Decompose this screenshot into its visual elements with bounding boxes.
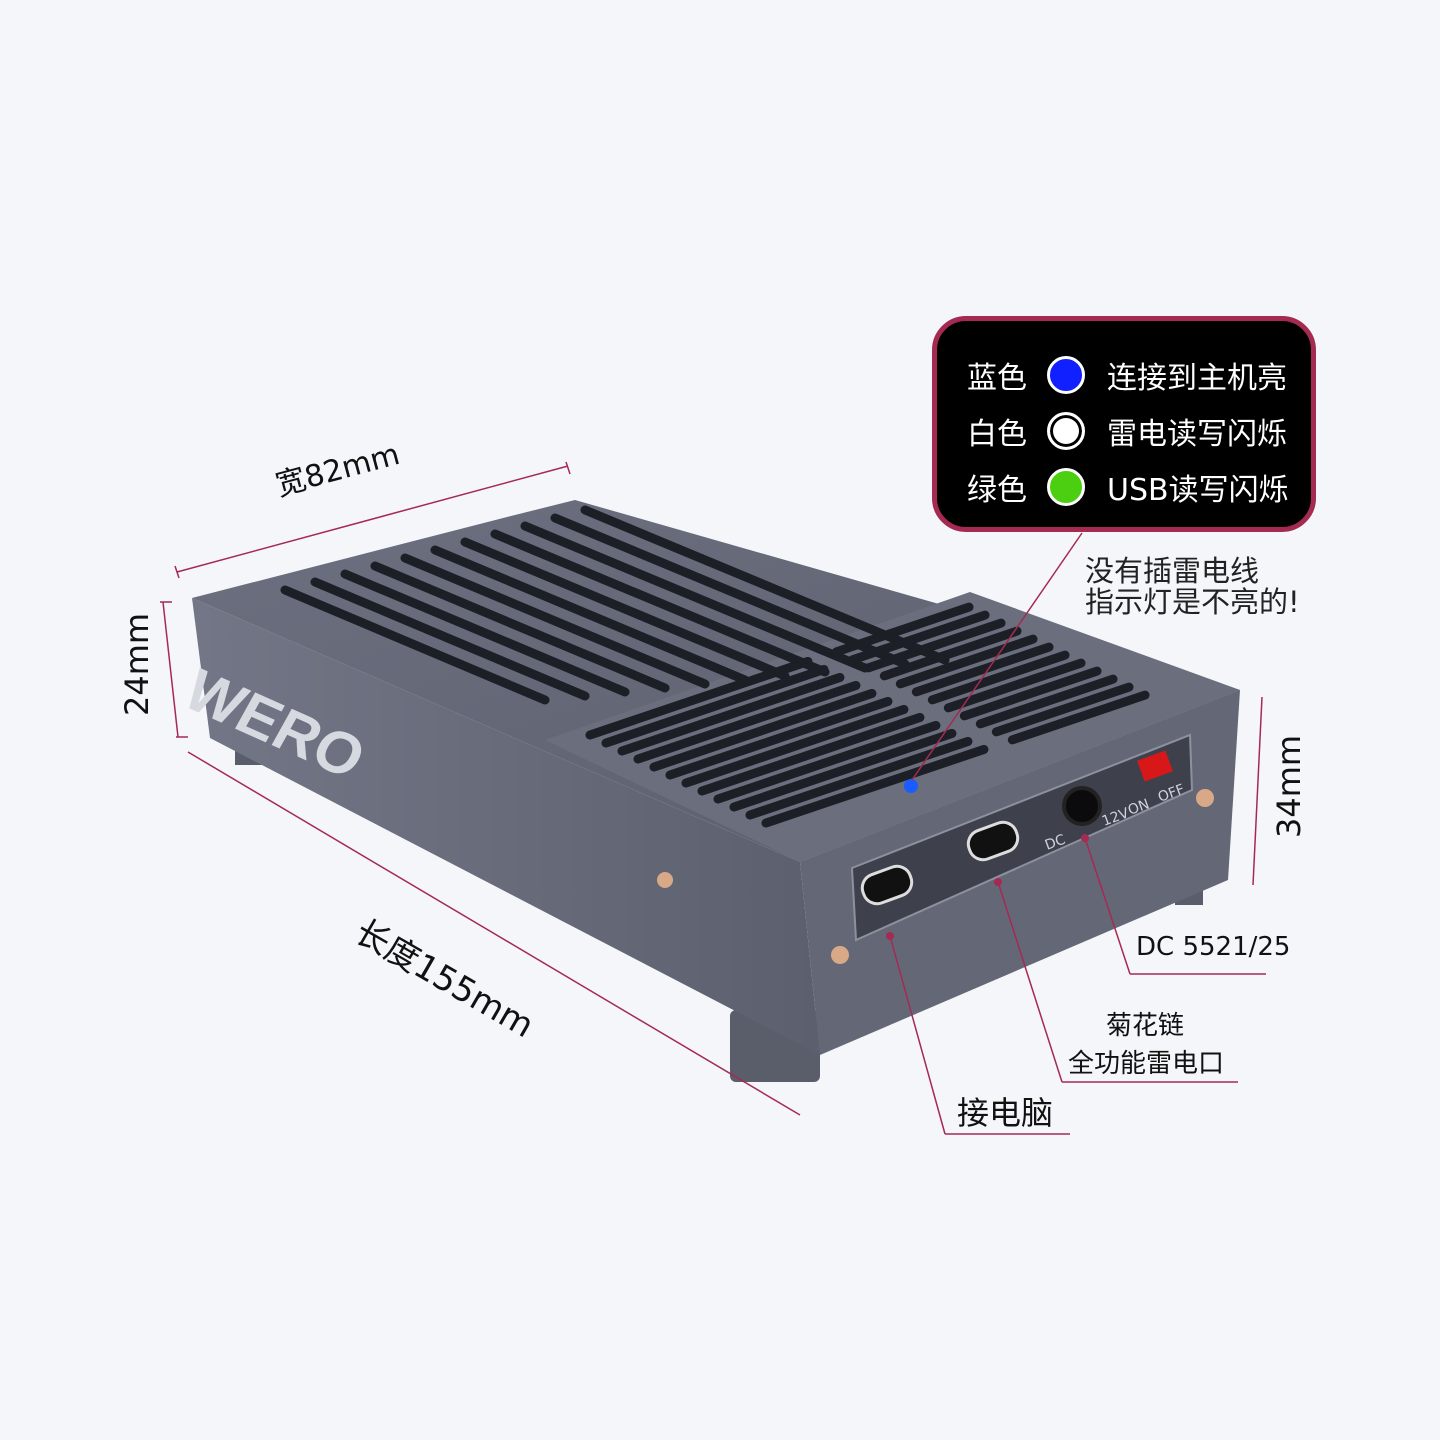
heatsink-slot bbox=[649, 627, 1059, 772]
legend-item-blue: 蓝色 连接到主机亮 bbox=[967, 353, 1287, 397]
green-led-icon bbox=[1047, 468, 1085, 506]
power-switch bbox=[1137, 750, 1173, 782]
heatsink-slot bbox=[430, 545, 750, 685]
note-line-2: 指示灯是不亮的! bbox=[1085, 585, 1300, 619]
heatsink-slot bbox=[713, 659, 1123, 804]
legend-meaning: 雷电读写闪烁 bbox=[1107, 417, 1287, 452]
height-back-dimension-label: 24mm bbox=[118, 612, 156, 716]
white-led-icon bbox=[1047, 412, 1085, 450]
heatsink-slot bbox=[745, 675, 1155, 820]
port-panel bbox=[850, 733, 1194, 942]
usb-c-daisy-port bbox=[966, 820, 1020, 862]
led-note: 没有插雷电线 指示灯是不亮的! bbox=[1085, 556, 1300, 618]
status-led bbox=[904, 779, 918, 793]
legend-color-name: 白色 bbox=[967, 417, 1027, 452]
heatsink-slot bbox=[340, 569, 630, 697]
screw-icon bbox=[657, 872, 673, 888]
heatsink-slot bbox=[280, 585, 550, 705]
legend-meaning: USB读写闪烁 bbox=[1107, 473, 1289, 508]
panel-on-text: ON bbox=[1126, 796, 1152, 818]
host-port-label: 接电脑 bbox=[957, 1094, 1054, 1132]
heatsink-slot bbox=[697, 651, 1107, 796]
heatsink-slot bbox=[761, 683, 1171, 828]
heatsink-slot bbox=[310, 577, 590, 701]
legend-item-white: 白色 雷电读写闪烁 bbox=[967, 409, 1287, 453]
left-face bbox=[192, 598, 820, 1055]
heatsink-slots bbox=[280, 505, 1171, 828]
heatsink-slot bbox=[729, 667, 1139, 812]
heatsink-slot bbox=[550, 513, 910, 669]
daisy-chain-label-line1: 菊花链 bbox=[1106, 1011, 1185, 1041]
heatsink-slot bbox=[400, 553, 710, 689]
height-front-dimension-label: 34mm bbox=[1270, 734, 1308, 838]
daisy-chain-label-line2: 全功能雷电口 bbox=[1068, 1049, 1225, 1079]
heatsink-slot bbox=[585, 595, 995, 740]
legend-meaning: 连接到主机亮 bbox=[1107, 361, 1287, 396]
led-legend: 蓝色 连接到主机亮 白色 雷电读写闪烁 绿色 USB读写闪烁 bbox=[932, 316, 1316, 532]
heatsink-slot bbox=[665, 635, 1075, 780]
heatsink-slot bbox=[681, 643, 1091, 788]
heatsink-slot bbox=[370, 561, 670, 693]
heatsink-slot bbox=[490, 529, 830, 677]
legend-color-name: 蓝色 bbox=[967, 361, 1027, 396]
heatsink-slot bbox=[520, 521, 870, 673]
usb-c-host-port bbox=[860, 864, 914, 906]
heatsink-slot bbox=[460, 537, 790, 681]
heatsink-slot bbox=[633, 619, 1043, 764]
dc-jack bbox=[1062, 786, 1102, 826]
dc-port-label: DC 5521/25 bbox=[1136, 932, 1291, 962]
panel-dc-text: DC bbox=[1043, 832, 1068, 854]
heatsink-slot bbox=[601, 603, 1011, 748]
screw-icon bbox=[831, 946, 849, 964]
dimension-lines bbox=[160, 461, 1266, 1135]
screw-icon bbox=[1196, 789, 1214, 807]
blue-led-icon bbox=[1047, 356, 1085, 394]
legend-item-green: 绿色 USB读写闪烁 bbox=[967, 465, 1289, 509]
note-line-1: 没有插雷电线 bbox=[1085, 554, 1260, 588]
legend-color-name: 绿色 bbox=[967, 473, 1027, 508]
heatsink-slot bbox=[617, 611, 1027, 756]
